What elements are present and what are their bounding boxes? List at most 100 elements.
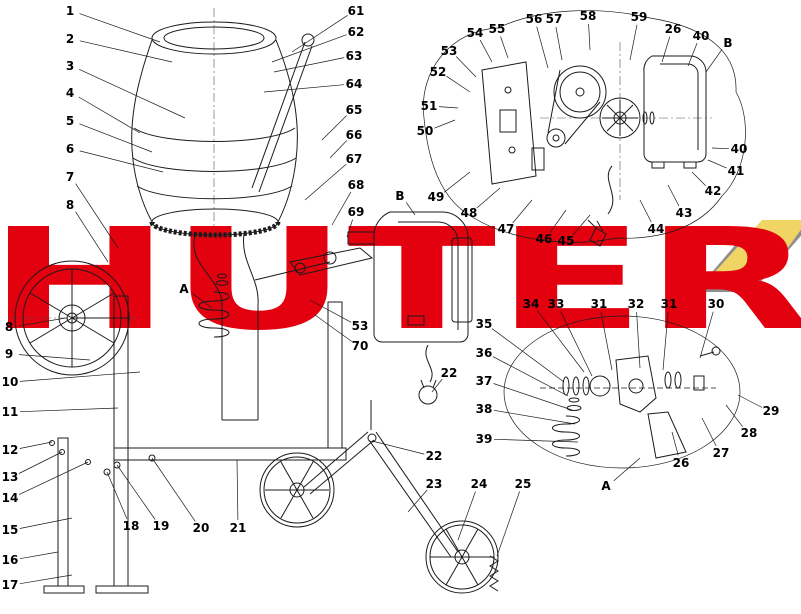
- motor-cover-vent: [407, 315, 425, 326]
- callout-leader-53-27: [309, 299, 352, 323]
- callout-56-38: 56: [526, 12, 543, 26]
- callout-leader-47-52: [512, 199, 533, 224]
- wheel-right-spoke-3: [445, 528, 479, 586]
- callout-leader-40-45: [711, 147, 730, 150]
- funnel-part: [647, 411, 687, 459]
- pulley-small: [546, 128, 566, 148]
- detail-b-outline: [422, 10, 746, 243]
- callout-leader-26-69: [671, 431, 679, 456]
- callout-18-71: 18: [123, 519, 140, 533]
- callout-52-33: 52: [430, 65, 447, 79]
- drum-band-1: [133, 127, 296, 142]
- callout-38-64: 38: [476, 402, 493, 416]
- callout-leader-66-23: [329, 140, 348, 159]
- callout-41-46: 41: [728, 164, 745, 178]
- detail-plug-prong-1: [587, 219, 597, 229]
- callout-65-22: 65: [346, 103, 363, 117]
- motor-housing-inner: [660, 63, 699, 150]
- callout-leader-5-4: [79, 123, 153, 153]
- tilt-handle-bar-2: [258, 45, 313, 193]
- detail-a-outline: [503, 315, 741, 469]
- callout-leader-65-22: [321, 115, 347, 141]
- panel-hole-2: [508, 146, 516, 154]
- callout-leader-53-32: [455, 56, 477, 78]
- fastener-small-2: [59, 449, 65, 455]
- spring-a-washer-2: [568, 397, 580, 403]
- mount-panel: [481, 61, 537, 185]
- callout-A-30: A: [179, 282, 189, 296]
- callout-leader-54-36: [479, 39, 493, 63]
- callout-leader-B-31: [405, 202, 416, 216]
- wheel-left-rim: [263, 456, 331, 524]
- callout-leader-57-39: [555, 26, 563, 61]
- callout-leader-22-29: [431, 378, 443, 393]
- drum-opening-inner: [163, 26, 265, 50]
- tilt-handle-knob: [301, 33, 315, 47]
- drum-opening-outer: [151, 21, 277, 55]
- callout-23-76: 23: [426, 477, 443, 491]
- spacer-block: [693, 375, 705, 391]
- motor-foot-2: [683, 161, 697, 169]
- power-cord: [425, 344, 433, 383]
- callout-leader-14-14: [18, 461, 89, 495]
- callout-16-16: 16: [2, 553, 19, 567]
- frame-right-post: [327, 301, 343, 449]
- capacitor: [531, 147, 545, 171]
- callout-leader-31-59: [662, 311, 669, 371]
- callout-leader-50-35: [434, 119, 456, 129]
- callout-2-1: 2: [66, 32, 74, 46]
- frame-jack-foot: [43, 585, 85, 594]
- screw-detail: [489, 555, 499, 592]
- callout-39-65: 39: [476, 432, 493, 446]
- drum-left-side: [131, 39, 153, 223]
- callout-53-27: 53: [352, 319, 369, 333]
- tilt-handle-bar-1: [251, 41, 306, 189]
- callout-leader-9-9: [18, 354, 91, 361]
- bolt-a: [699, 351, 715, 357]
- callout-leader-45-50: [572, 214, 591, 236]
- pulley-small-hub: [552, 134, 560, 142]
- callout-24-77: 24: [471, 477, 488, 491]
- callout-leader-A-30: [192, 293, 213, 309]
- power-plug: [418, 385, 438, 405]
- callout-leader-46-51: [549, 209, 567, 233]
- gear-small: [589, 375, 611, 397]
- callout-B-44: B: [723, 36, 732, 50]
- callout-42-47: 42: [705, 184, 722, 198]
- callout-leader-34-55: [536, 310, 585, 373]
- callout-leader-32-58: [636, 311, 641, 369]
- callout-34-55: 34: [523, 297, 540, 311]
- callout-leader-58-40: [588, 23, 591, 51]
- callout-17-17: 17: [2, 578, 19, 592]
- callout-leader-24-77: [457, 491, 476, 541]
- spring-washer-2: [217, 273, 227, 279]
- callout-35-61: 35: [476, 317, 493, 331]
- callout-43-48: 43: [676, 206, 693, 220]
- callout-leader-56-38: [536, 26, 549, 69]
- pulley-large-hub: [575, 87, 585, 97]
- callout-51-34: 51: [421, 99, 438, 113]
- callout-leader-1-0: [79, 13, 161, 43]
- callout-44-49: 44: [648, 222, 665, 236]
- callout-7-6: 7: [66, 170, 74, 184]
- watermark-yellow-flag: [713, 220, 801, 274]
- washer-a3: [582, 376, 590, 396]
- callout-layer: 1234567889101112131415161761626364656667…: [2, 4, 780, 592]
- callout-49-54: 49: [428, 190, 445, 204]
- callout-59-41: 59: [631, 10, 648, 24]
- main-assembly-drawing: [14, 21, 499, 594]
- callout-leader-41-46: [707, 159, 727, 169]
- frame-jack-post: [57, 437, 69, 587]
- callout-leader-38-64: [493, 409, 576, 425]
- watermark-text: HUTER: [0, 199, 801, 362]
- callout-leader-51-34: [438, 106, 459, 109]
- washer-a4: [664, 371, 672, 389]
- lock-cylinder: [347, 231, 375, 245]
- callout-32-58: 32: [628, 297, 645, 311]
- callout-31-57: 31: [591, 297, 608, 311]
- fastener-beam-1: [103, 468, 111, 476]
- callout-leader-B-44: [705, 49, 723, 73]
- plug-prong-2: [432, 379, 437, 389]
